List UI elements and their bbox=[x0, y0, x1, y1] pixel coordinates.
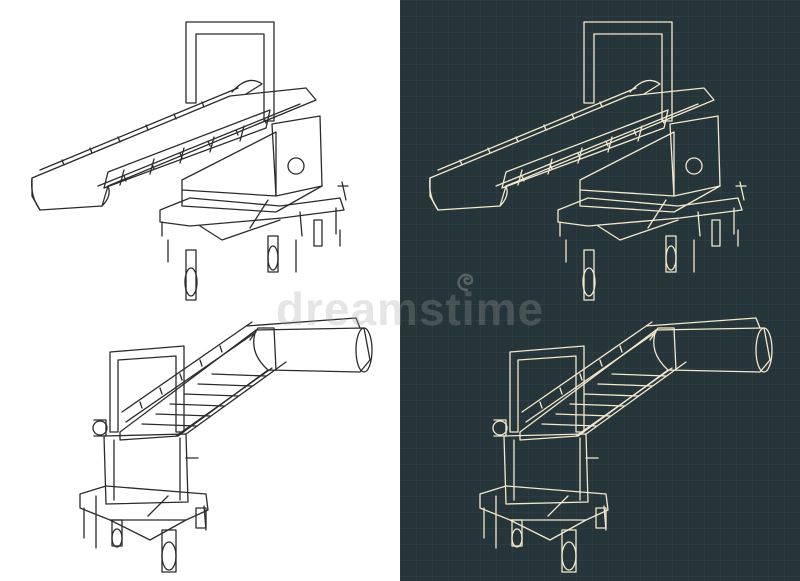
conveyor-drawing-bottom-right bbox=[479, 317, 773, 573]
watermark: dreamstime bbox=[240, 268, 580, 338]
dark-panel bbox=[400, 0, 800, 581]
conveyor-drawing-top-left bbox=[31, 21, 349, 301]
conveyor-drawing-top-right bbox=[429, 21, 747, 301]
watermark-text: dreamstime bbox=[275, 283, 545, 335]
conveyor-drawing-bottom-left bbox=[79, 317, 373, 573]
blueprint-grid bbox=[400, 0, 800, 581]
light-panel bbox=[0, 0, 400, 581]
dreamstime-swirl-icon bbox=[457, 273, 474, 292]
